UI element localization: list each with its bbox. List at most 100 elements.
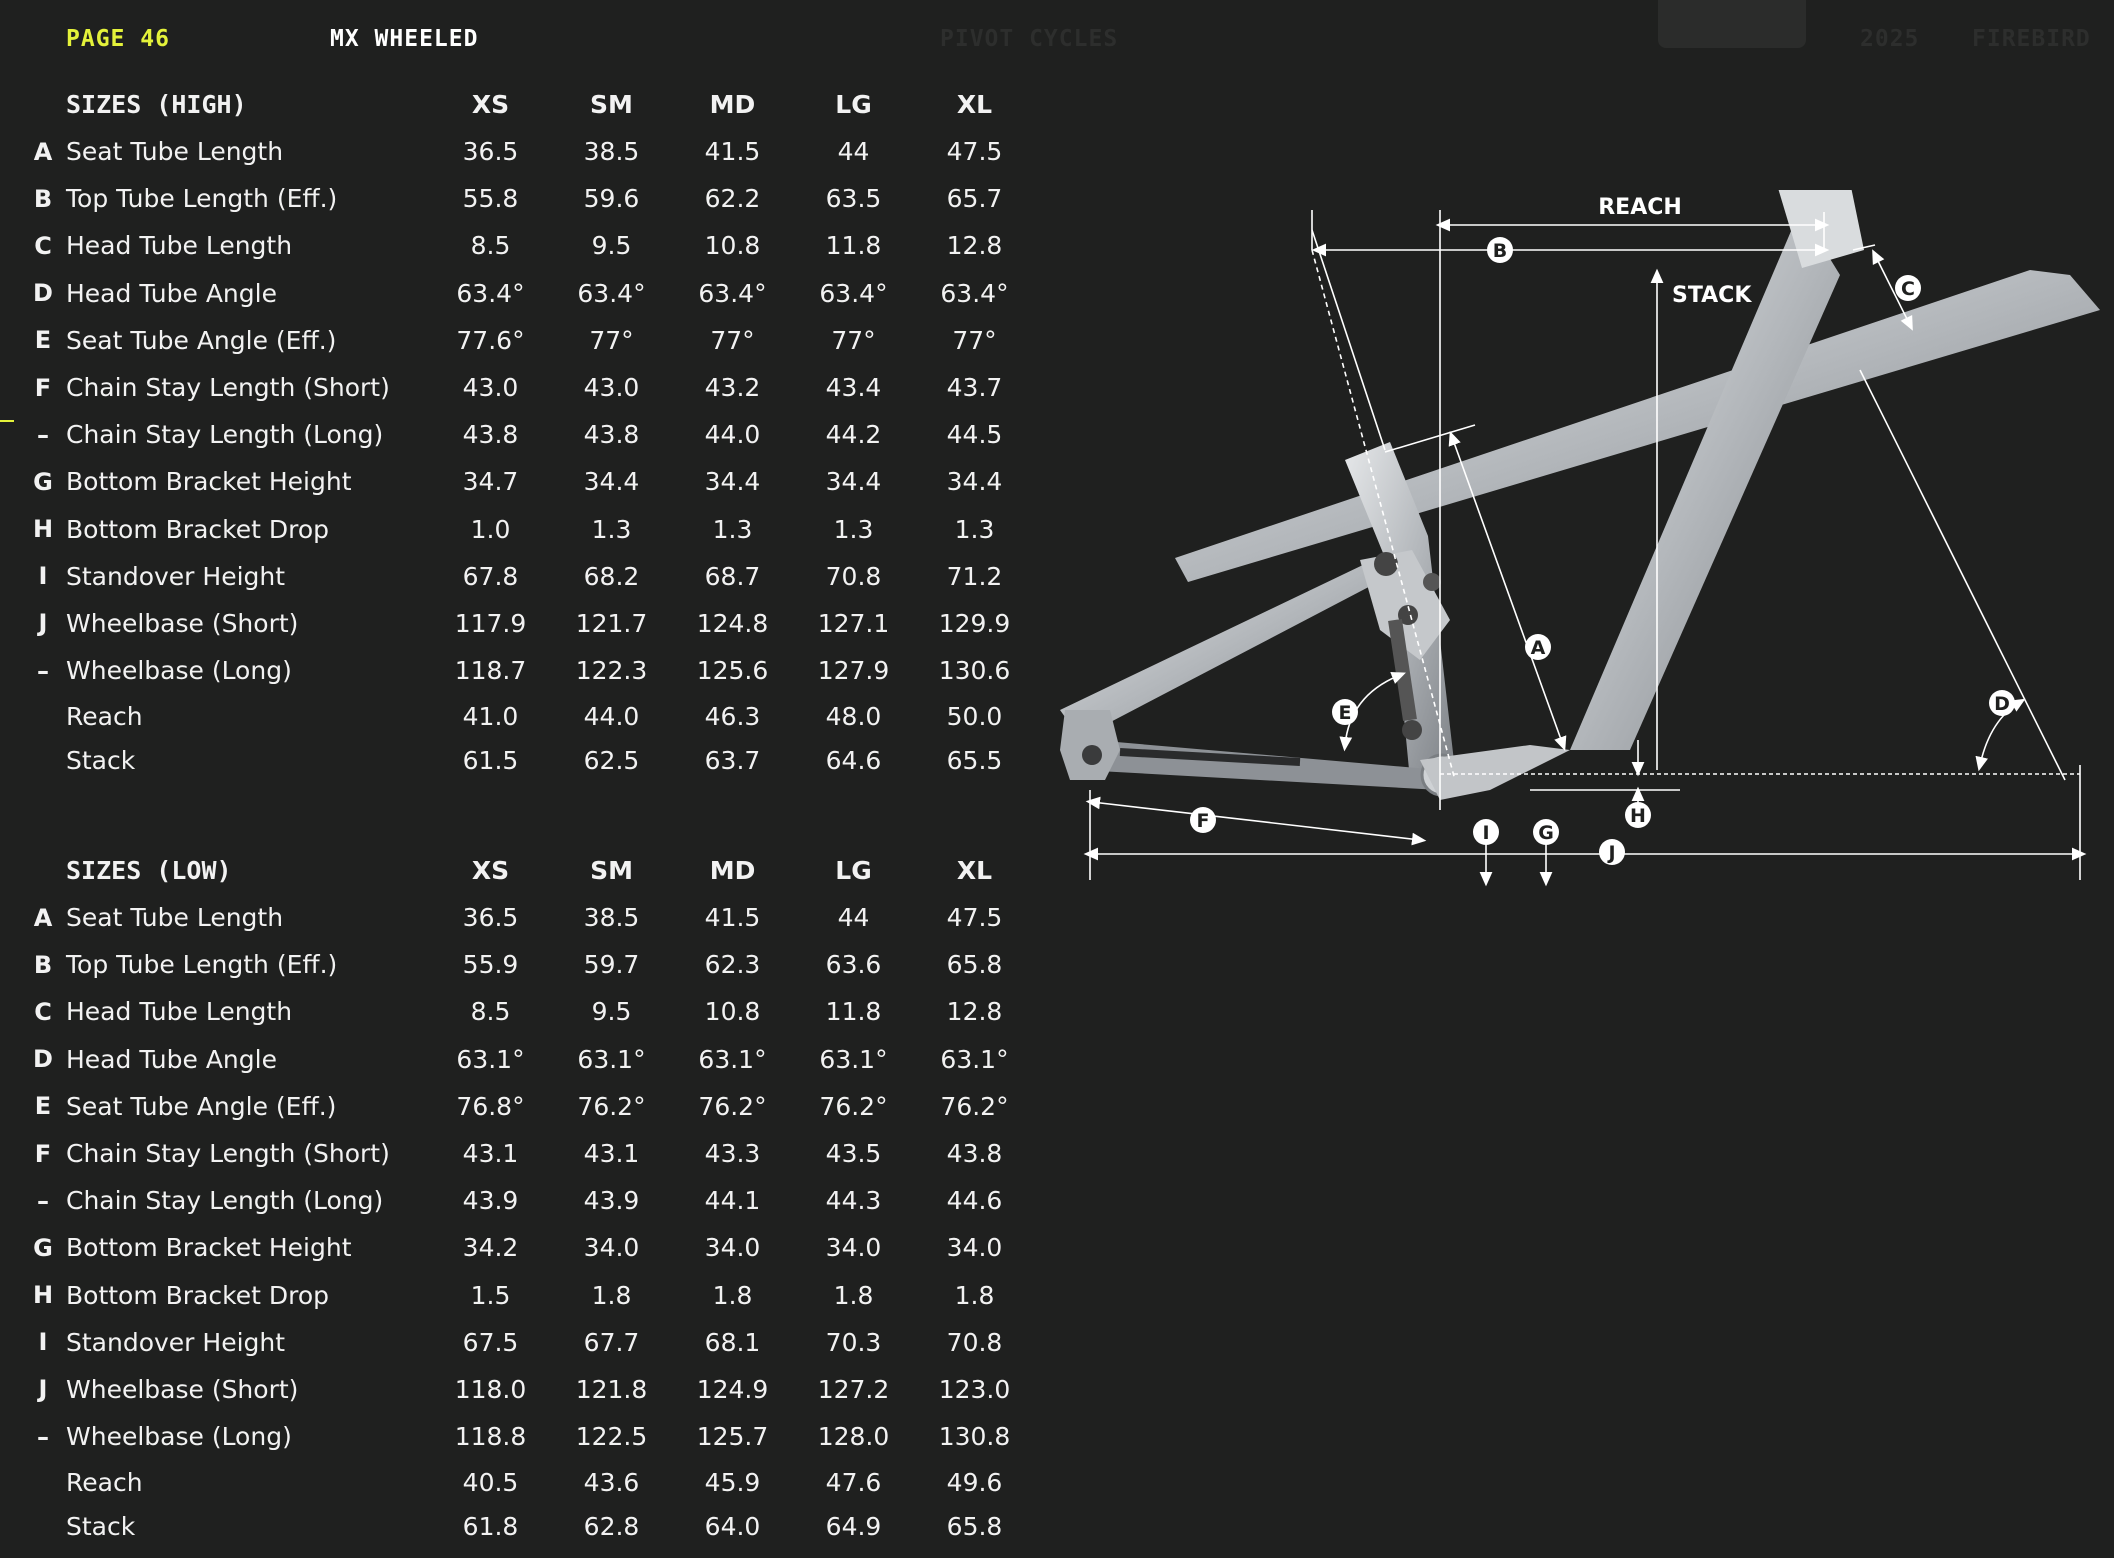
row-label: Wheelbase (Short) <box>66 1374 299 1404</box>
row-value: 65.8 <box>946 1511 1003 1541</box>
brand-logo-block <box>1658 0 1806 48</box>
row-label: Seat Tube Length <box>66 903 284 933</box>
row-value: 1.8 <box>833 1280 874 1310</box>
size-column-header: XL <box>956 855 993 885</box>
reach-label: REACH <box>1598 195 1682 220</box>
row-value: 1.8 <box>591 1280 632 1310</box>
svg-text:D: D <box>1994 693 2010 715</box>
row-value: 43.0 <box>462 373 519 403</box>
row-value: 63.1° <box>940 1044 1009 1074</box>
row-letter: F <box>34 373 52 402</box>
row-value: 34.4 <box>946 467 1003 497</box>
row-value: 41.5 <box>704 137 761 167</box>
row-label: Chain Stay Length (Short) <box>66 373 390 403</box>
brand-name: PIVOT CYCLES <box>940 26 1119 52</box>
row-letter: G <box>33 467 53 496</box>
row-value: 63.1° <box>698 1044 767 1074</box>
row-value: 34.7 <box>462 467 519 497</box>
row-label: Bottom Bracket Drop <box>66 514 330 544</box>
row-value: 77.6° <box>456 325 525 355</box>
row-label: Bottom Bracket Drop <box>66 1280 330 1310</box>
row-letter <box>28 694 58 738</box>
row-value: 45.9 <box>704 1467 761 1497</box>
row-value: 117.9 <box>454 608 527 638</box>
row-value: 67.5 <box>462 1327 519 1357</box>
row-letter: – <box>37 656 49 685</box>
row-value: 125.7 <box>696 1422 769 1452</box>
row-value: 43.8 <box>462 420 519 450</box>
stack-label: STACK <box>1672 283 1752 308</box>
row-label: Standover Height <box>66 1327 286 1357</box>
row-value: 50.0 <box>946 701 1003 731</box>
row-letter <box>28 738 58 782</box>
marker-a: A <box>1525 634 1551 660</box>
row-value: 10.8 <box>704 997 761 1027</box>
row-value: 68.1 <box>704 1327 761 1357</box>
row-letter: E <box>34 326 52 355</box>
row-value: 70.8 <box>946 1327 1003 1357</box>
row-letter: A <box>33 137 53 166</box>
row-value: 76.2° <box>698 1091 767 1121</box>
row-label: Seat Tube Angle (Eff.) <box>66 1091 337 1121</box>
row-value: 65.5 <box>946 745 1003 775</box>
marker-b: B <box>1487 237 1513 263</box>
row-value: 34.4 <box>583 467 640 497</box>
row-label: Seat Tube Angle (Eff.) <box>66 325 337 355</box>
row-value: 1.3 <box>712 514 753 544</box>
row-label: Chain Stay Length (Short) <box>66 1139 390 1169</box>
row-value: 1.5 <box>470 1280 511 1310</box>
row-value: 48.0 <box>825 701 882 731</box>
row-value: 127.1 <box>817 608 890 638</box>
row-value: 59.6 <box>583 184 640 214</box>
row-letter: C <box>34 997 52 1026</box>
row-value: 41.5 <box>704 903 761 933</box>
size-column-header: XS <box>471 89 510 119</box>
row-value: 10.8 <box>704 231 761 261</box>
marker-e: E <box>1332 699 1358 725</box>
svg-text:G: G <box>1538 822 1554 844</box>
row-value: 1.3 <box>591 514 632 544</box>
row-value: 65.8 <box>946 950 1003 980</box>
row-value: 125.6 <box>696 656 769 686</box>
row-label: Stack <box>66 1511 136 1541</box>
dimension-lines <box>1083 210 2087 887</box>
row-value: 43.4 <box>825 373 882 403</box>
row-label: Wheelbase (Long) <box>66 656 292 686</box>
row-value: 128.0 <box>817 1422 890 1452</box>
row-value: 44.5 <box>946 420 1003 450</box>
row-value: 43.8 <box>946 1139 1003 1169</box>
row-label: Reach <box>66 1467 143 1497</box>
row-value: 34.0 <box>704 1233 761 1263</box>
row-label: Head Tube Length <box>66 231 293 261</box>
row-value: 34.4 <box>704 467 761 497</box>
row-label: Head Tube Angle <box>66 1044 277 1074</box>
row-value: 62.3 <box>704 950 761 980</box>
row-letter: H <box>32 515 54 544</box>
row-value: 34.2 <box>462 1233 519 1263</box>
row-value: 63.1° <box>456 1044 525 1074</box>
row-value: 41.0 <box>462 701 519 731</box>
row-value: 62.8 <box>583 1511 640 1541</box>
row-value: 68.2 <box>583 561 640 591</box>
row-label: Bottom Bracket Height <box>66 467 352 497</box>
row-value: 118.8 <box>454 1422 527 1452</box>
table-title: SIZES (LOW) <box>66 855 232 885</box>
row-value: 55.9 <box>462 950 519 980</box>
size-column-header: LG <box>835 89 872 119</box>
page-number: PAGE 46 <box>66 26 170 52</box>
row-value: 9.5 <box>591 997 632 1027</box>
row-value: 130.6 <box>938 656 1011 686</box>
row-label: Top Tube Length (Eff.) <box>66 184 338 214</box>
bike-frame <box>1060 190 2100 800</box>
